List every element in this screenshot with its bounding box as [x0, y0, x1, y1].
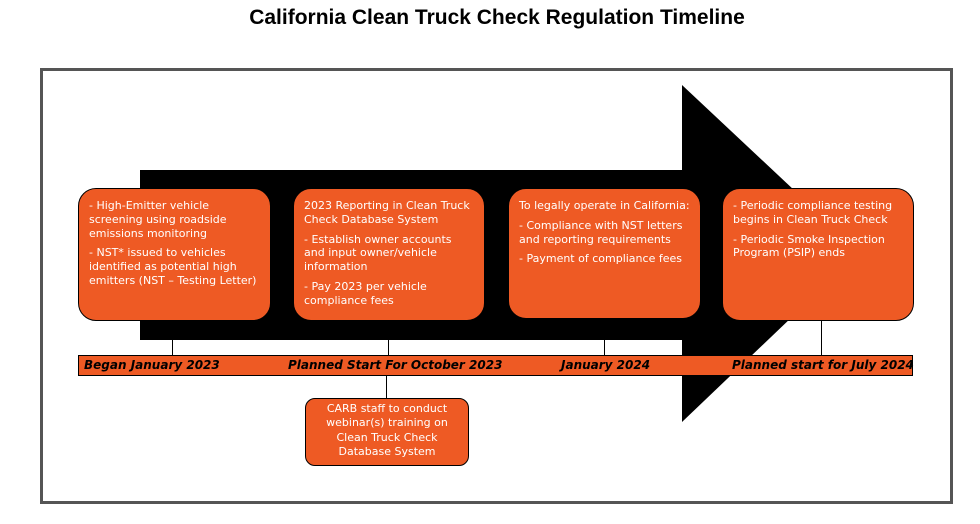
phase-box-2: 2023 Reporting in Clean Truck Check Data… [293, 188, 485, 321]
webinar-text: CARB staff to conduct webinar(s) trainin… [326, 402, 448, 458]
milestone-bar [78, 355, 913, 376]
phase-box-2-line-1: 2023 Reporting in Clean Truck Check Data… [304, 199, 470, 226]
milestone-label-4: Planned start for July 2024 [732, 358, 914, 372]
phase-box-1: - High-Emitter vehicle screening using r… [78, 188, 271, 321]
webinar-box: CARB staff to conduct webinar(s) trainin… [305, 398, 469, 466]
phase-box-4-line-2: - Periodic Smoke Inspection Program (PSI… [733, 232, 885, 260]
milestone-label-2: Planned Start For October 2023 [288, 358, 503, 372]
stem-webinar [386, 375, 387, 399]
stem-3 [604, 319, 605, 356]
stem-4 [821, 320, 822, 356]
arrow-shape [140, 85, 860, 422]
milestone-label-1: Began January 2023 [84, 358, 220, 372]
stem-2 [388, 320, 389, 356]
phase-box-3-line-2: - Compliance with NST letters and report… [519, 218, 683, 246]
phase-box-3-line-3: - Payment of compliance fees [519, 252, 682, 266]
milestone-label-3: January 2024 [561, 358, 651, 372]
phase-box-4: - Periodic compliance testing begins in … [722, 188, 914, 321]
phase-box-3: To legally operate in California: - Comp… [508, 188, 701, 319]
diagram-title: California Clean Truck Check Regulation … [249, 6, 745, 29]
phase-box-1-line-2: - NST* issued to vehicles identified as … [89, 246, 257, 287]
phase-box-1-line-1: - High-Emitter vehicle screening using r… [89, 199, 227, 240]
phase-box-2-line-3: - Pay 2023 per vehicle compliance fees [304, 279, 427, 307]
phase-box-3-line-1: To legally operate in California: [519, 199, 690, 212]
stem-1 [172, 320, 173, 356]
phase-box-2-line-2: - Establish owner accounts and input own… [304, 232, 452, 274]
phase-box-4-line-1: - Periodic compliance testing begins in … [733, 199, 893, 226]
